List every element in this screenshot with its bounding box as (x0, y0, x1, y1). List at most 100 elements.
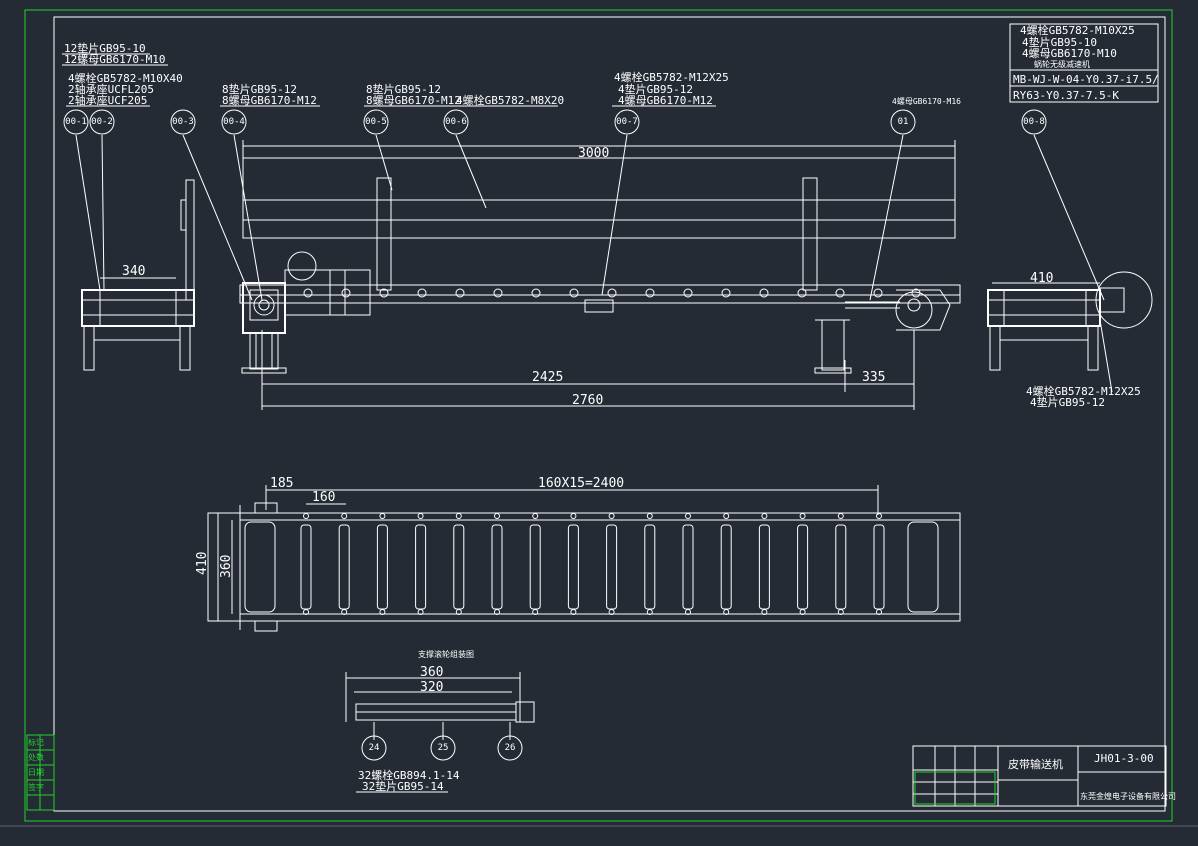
plan-roller (606, 524, 618, 610)
rail-hole (303, 288, 313, 298)
note-br1: 4螺栓GB5782-M12X25 (1026, 384, 1141, 398)
title-block: 皮带输送机 JH01-3-00 东莞金煌电子设备有限公司 (912, 745, 1176, 807)
note-group-top-right: 4螺栓GB5782-M10X25 4垫片GB95-10 4螺母GB6170-M1… (1009, 23, 1159, 103)
dim-360: 360 (420, 665, 443, 680)
rail-hole (797, 288, 807, 298)
balloon-00-6: 00-6 (443, 109, 469, 135)
note-n6a: 4螺母GB6170-M16 (892, 96, 961, 106)
balloon-26: 26 (497, 735, 523, 761)
roller-bolt (532, 513, 539, 519)
note-bot1: 32螺栓GB894.1-14 (358, 768, 460, 782)
balloon-label: 00-4 (223, 117, 245, 127)
rail-hole (493, 288, 503, 298)
plan-outline (207, 512, 961, 622)
note-group-5: 4螺母GB6170-M16 (892, 96, 961, 106)
rail-hole (569, 288, 579, 298)
roller-bolt (646, 609, 653, 615)
title-name: 皮带输送机 (1008, 757, 1063, 771)
rail-hole (721, 288, 731, 298)
note-n1b: 12螺母GB6170-M10 (64, 53, 165, 66)
balloon-label: 00-2 (91, 117, 113, 127)
note-tr1: 4螺栓GB5782-M10X25 (1020, 23, 1135, 37)
dim-335: 335 (862, 370, 885, 385)
rail-hole (683, 288, 693, 298)
balloon-00-7: 00-7 (614, 109, 640, 135)
main-rail (239, 284, 961, 304)
inner-border (53, 16, 1166, 812)
balloon-00-4: 00-4 (221, 109, 247, 135)
balloon-label: 00-1 (65, 117, 87, 127)
note-n1a: 12垫片GB95-10 (64, 41, 146, 55)
drawing-number: JH01-3-00 (1094, 752, 1154, 765)
note-n2b: 2轴承座UCFL205 (68, 82, 154, 96)
plan-roller (758, 524, 770, 610)
roller-bolt (570, 609, 577, 615)
rail-hole (835, 288, 845, 298)
dim-185: 185 (270, 476, 293, 491)
right-end-view: 410 4螺栓GB5782-M12X25 4垫片GB95-12 (987, 271, 1153, 409)
note-tr6: RY63-Y0.37-7.5-K (1013, 89, 1119, 102)
rail-hole (417, 288, 427, 298)
balloon-label: 00-3 (172, 117, 194, 127)
dim-160: 160 (312, 490, 335, 505)
balloon-01: 01 (890, 109, 916, 135)
plan-roller (529, 524, 541, 610)
plan-rollers (300, 513, 885, 615)
balloon-label: 25 (438, 743, 449, 753)
dim-2400: 160X15=2400 (538, 476, 624, 491)
balloon-label: 00-8 (1023, 117, 1045, 127)
balloon-00-5: 00-5 (363, 109, 389, 135)
dim-340: 340 (122, 264, 145, 279)
dim-320: 320 (420, 680, 443, 695)
note-n2a: 4螺栓GB5782-M10X40 (68, 71, 183, 85)
balloon-label: 26 (505, 743, 516, 753)
roller-bolt (379, 513, 386, 519)
plan-roller (376, 524, 388, 610)
note-group-2: 8垫片GB95-12 8螺母GB6170-M12 (220, 82, 320, 107)
note-tr2: 4垫片GB95-10 (1022, 35, 1097, 49)
strip-text-3: 日期 (28, 768, 44, 777)
note-br2: 4垫片GB95-12 (1030, 395, 1105, 409)
plan-roller (797, 524, 809, 610)
strip-text-1: 标记 (28, 737, 44, 747)
roller-bolt (608, 609, 615, 615)
roller-bolt (646, 513, 653, 519)
rail-hole (607, 288, 617, 298)
note-tr4: 蜗轮无级减速机 (1034, 59, 1090, 69)
roller-bolt (608, 513, 615, 519)
plan-view: 185 160X15=2400 160 410 360 (195, 476, 961, 632)
plan-roller (644, 524, 656, 610)
roller-bolt (494, 513, 500, 519)
plan-roller (300, 524, 312, 610)
roller-bolt (761, 609, 768, 615)
strip-text-4: 签字 (28, 782, 44, 792)
roller-bolt (876, 609, 882, 615)
note-n5c: 4螺母GB6170-M12 (618, 94, 713, 107)
plan-roller (453, 524, 465, 610)
rail-hole (645, 288, 655, 298)
roller-bolt (570, 513, 577, 519)
balloon-00-2: 00-2 (89, 109, 115, 135)
roller-bolt (685, 609, 691, 615)
plan-roller (491, 524, 503, 610)
roller-bolt (341, 609, 348, 615)
gear-motor (284, 269, 371, 316)
roller-bolt (455, 513, 462, 519)
plan-roller (682, 524, 694, 610)
roller-bolt (723, 609, 730, 615)
balloon-label: 00-5 (365, 117, 387, 127)
side-strip: 标记 处数 日期 签字 (26, 734, 55, 811)
note-group-1: 12垫片GB95-10 12螺母GB6170-M10 4螺栓GB5782-M10… (62, 41, 183, 107)
roller-bolt (379, 609, 386, 615)
roller-bolt (723, 513, 730, 519)
roller-bolt (417, 609, 424, 615)
company-name: 东莞金煌电子设备有限公司 (1080, 791, 1176, 801)
dim-410-right: 410 (1030, 271, 1053, 286)
roller-bolt (341, 513, 348, 519)
balloon-label: 01 (898, 117, 909, 127)
balloon-label: 00-6 (445, 117, 467, 127)
note-n5b: 4垫片GB95-12 (618, 82, 693, 96)
balloon-24: 24 (361, 735, 387, 761)
detail-title: 支撑滚轮组装图 (418, 649, 474, 659)
